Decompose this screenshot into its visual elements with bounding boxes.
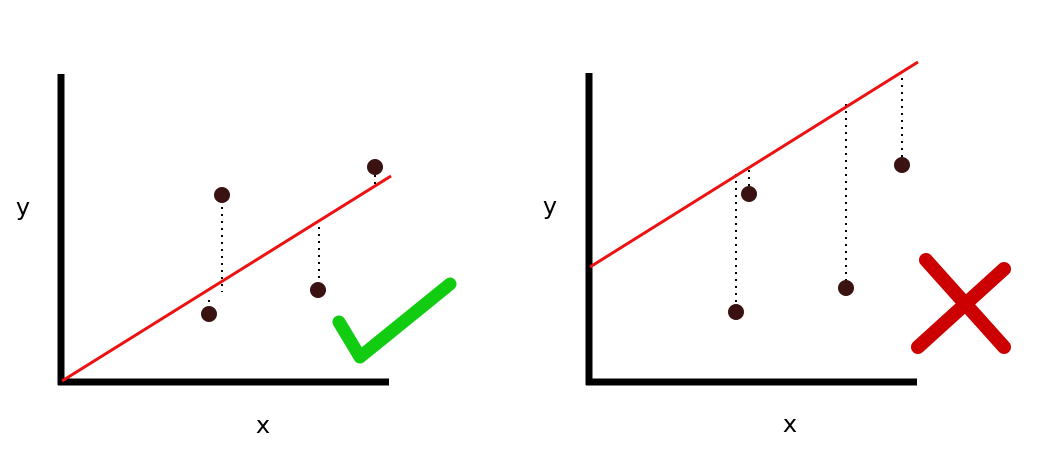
data-point <box>741 186 757 202</box>
data-point <box>838 280 854 296</box>
data-point <box>214 187 230 203</box>
data-point <box>310 282 326 298</box>
panel-bad-fit: y x <box>543 60 1011 438</box>
check-icon <box>332 277 457 364</box>
cross-icon <box>911 253 1011 354</box>
fit-line <box>61 174 392 383</box>
data-point <box>367 159 383 175</box>
panel-good-fit: y x <box>16 74 457 439</box>
data-point <box>894 157 910 173</box>
y-axis-label: y <box>543 192 557 220</box>
x-axis-label: x <box>783 410 797 438</box>
x-axis-label: x <box>256 411 270 439</box>
y-axis-label: y <box>16 193 30 221</box>
fit-line <box>589 60 919 269</box>
data-point <box>728 304 744 320</box>
data-point <box>201 306 217 322</box>
